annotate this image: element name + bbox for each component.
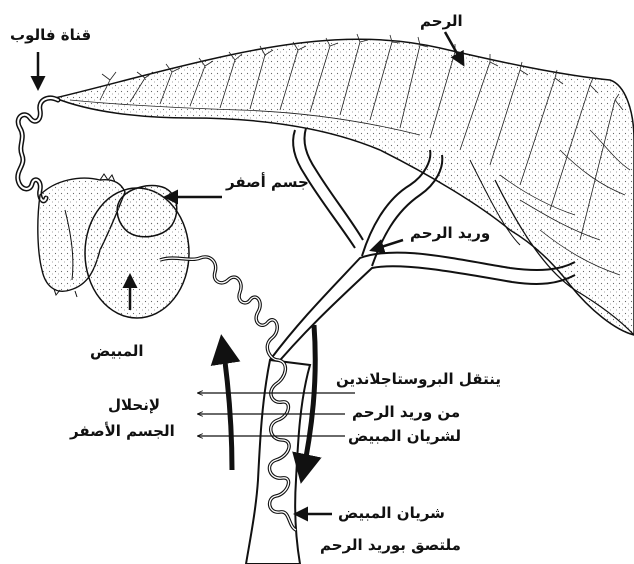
corpus-luteum-label: جسم أصفر (226, 175, 309, 190)
corpus-luteum-shape (117, 186, 177, 237)
ovarian-artery-label-line2: ملتصق بوريد الرحم (320, 538, 461, 553)
prostaglandin-label-line3: لشريان المبيض (348, 429, 461, 444)
lysis-label-line2: الجسم الأصفر (70, 424, 175, 439)
prostaglandin-label-line1: ينتقل البروستاجلاندين (336, 372, 501, 387)
ovarian-artery-label-line1: شريان المبيض (338, 506, 445, 521)
ovary-label: المبيض (90, 344, 144, 359)
downward-flow-arrow (302, 325, 315, 478)
main-vein-trunk (246, 360, 310, 564)
prostaglandin-label-line2: من وريد الرحم (352, 405, 460, 420)
uterus-label: الرحم (420, 14, 463, 29)
upward-flow-arrow (222, 340, 232, 470)
uterine-vein-label: وريد الرحم (410, 226, 490, 241)
fallopian-tube-label: قناة فالوب (10, 28, 91, 43)
uterine-vein-pointer-arrow (372, 240, 403, 250)
lysis-label-line1: لإنحلال (108, 398, 160, 413)
